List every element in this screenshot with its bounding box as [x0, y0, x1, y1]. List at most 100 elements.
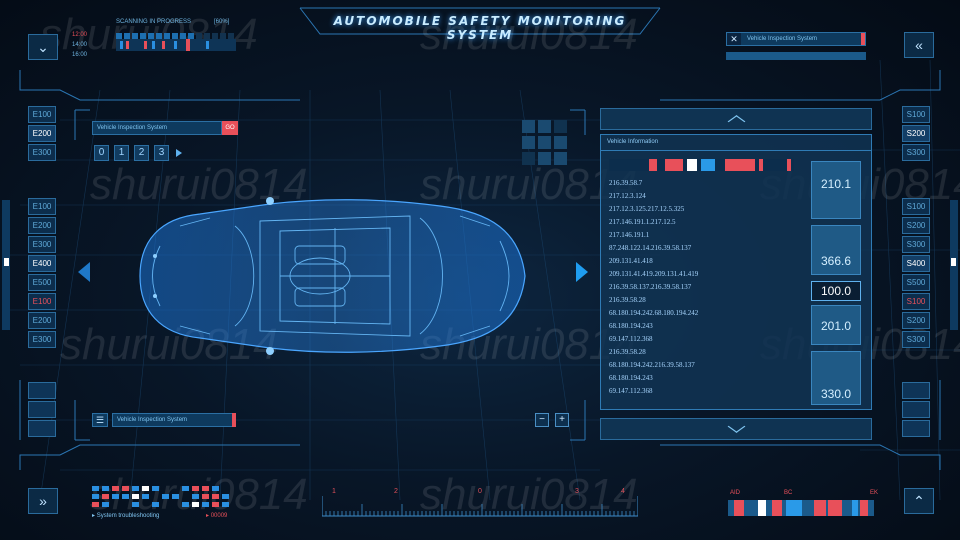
menu-button[interactable]: ☰: [92, 413, 108, 427]
gear-option[interactable]: E300: [28, 144, 56, 161]
blank-cell: [902, 382, 930, 399]
gear-option[interactable]: S200: [902, 312, 930, 329]
value-text: 100.0: [820, 284, 852, 298]
gear-option[interactable]: E100: [28, 198, 56, 215]
gear-option[interactable]: E100: [28, 106, 56, 123]
gear-option[interactable]: E300: [28, 236, 56, 253]
page-number[interactable]: 2: [134, 145, 149, 161]
rotate-left-arrow[interactable]: [78, 262, 90, 282]
gear-option-alert[interactable]: E100: [28, 293, 56, 310]
gear-option[interactable]: E200: [28, 312, 56, 329]
channel-label: EK: [870, 490, 879, 496]
page-number[interactable]: 0: [94, 145, 109, 161]
right-blank-stack: [902, 382, 932, 439]
ruler-label: 4: [621, 488, 625, 495]
play-icon: ▸: [206, 513, 210, 519]
vehicle-search-input[interactable]: Vehicle Inspection System: [92, 121, 222, 135]
grid-cell[interactable]: [522, 152, 535, 165]
blank-cell: [28, 401, 56, 418]
red-marker: [232, 413, 236, 427]
grid-cell[interactable]: [522, 120, 535, 133]
channel-label: AID: [730, 490, 741, 496]
panel-scroll-down[interactable]: [600, 418, 872, 440]
close-icon[interactable]: ✕: [727, 33, 741, 45]
timeline-ruler[interactable]: [322, 486, 638, 526]
gear-option[interactable]: S200: [902, 217, 930, 234]
value-readout: 201.0: [811, 305, 861, 345]
gear-option[interactable]: S100: [902, 198, 930, 215]
list-item: 69.147.112.368: [609, 387, 653, 395]
gear-option-alert[interactable]: S100: [902, 293, 930, 310]
channel-label: BC: [784, 490, 793, 496]
right-gear-top: S100 S200 S300: [902, 106, 932, 163]
gear-option-selected[interactable]: E400: [28, 255, 56, 272]
chevron-up-icon: ⌃: [913, 492, 925, 509]
ruler-label: 0: [478, 488, 482, 495]
gear-option[interactable]: E200: [28, 217, 56, 234]
blank-cell: [28, 382, 56, 399]
gear-option[interactable]: E500: [28, 274, 56, 291]
page-number[interactable]: 3: [154, 145, 169, 161]
panel-divider: [601, 150, 871, 151]
ruler-label: 2: [394, 488, 398, 495]
ruler-label: 3: [575, 488, 579, 495]
value-readout-selected[interactable]: 100.0: [811, 281, 861, 301]
gear-option[interactable]: S300: [902, 144, 930, 161]
value-readout: 366.6: [811, 225, 861, 275]
panel-scroll-up[interactable]: [600, 108, 872, 130]
gear-option[interactable]: E300: [28, 331, 56, 348]
gear-option[interactable]: S300: [902, 236, 930, 253]
forward-button[interactable]: »: [28, 488, 58, 514]
car-wireframe: [139, 197, 526, 355]
grid-cell[interactable]: [554, 136, 567, 149]
zoom-in-button[interactable]: +: [555, 413, 569, 427]
list-item: 217.12.3.124: [609, 192, 646, 200]
double-chevron-left-icon: «: [915, 37, 923, 53]
chevron-down-icon: ⌄: [37, 38, 49, 55]
list-item: 217.146.191.1: [609, 231, 650, 239]
gear-option[interactable]: S100: [902, 106, 930, 123]
back-button[interactable]: «: [904, 32, 934, 58]
value-text: 201.0: [820, 319, 852, 333]
grid-cell[interactable]: [538, 136, 551, 149]
left-gear-mid: E100 E200 E300 E400 E500 E100 E200 E300: [28, 198, 58, 350]
gear-option[interactable]: S300: [902, 331, 930, 348]
value-text: 210.1: [820, 177, 852, 191]
top-right-search-label: Vehicle Inspection System: [747, 36, 818, 42]
left-blank-stack: [28, 382, 58, 439]
list-item: 209.131.41.419.209.131.41.419: [609, 270, 699, 278]
gear-option[interactable]: S500: [902, 274, 930, 291]
bottom-search-input[interactable]: Vehicle Inspection System: [112, 413, 236, 427]
gear-option-selected[interactable]: S200: [902, 125, 930, 142]
gear-option-selected[interactable]: S400: [902, 255, 930, 272]
scan-time: 16:00: [72, 52, 88, 58]
top-right-search[interactable]: ✕ Vehicle Inspection System: [726, 32, 866, 46]
next-page-icon[interactable]: [176, 149, 182, 157]
go-button[interactable]: GO: [222, 121, 238, 135]
menu-icon: ☰: [95, 415, 105, 425]
collapse-button[interactable]: ⌄: [28, 34, 58, 60]
chevron-up-icon: [727, 115, 746, 128]
grid-cell[interactable]: [554, 120, 567, 133]
value-readout: 330.0: [811, 351, 861, 405]
zoom-out-button[interactable]: −: [535, 413, 549, 427]
list-item: 87.248.122.14.216.39.58.137: [609, 244, 692, 252]
panel-status-stripe: [609, 159, 794, 171]
top-right-bar: [726, 52, 866, 60]
gear-option-selected[interactable]: E200: [28, 125, 56, 142]
page-title: AUTOMOBILE SAFETY MONITORING SYSTEM: [333, 14, 627, 42]
scan-percent: [60%]: [214, 19, 230, 25]
expand-up-button[interactable]: ⌃: [904, 488, 934, 514]
grid-cell[interactable]: [538, 152, 551, 165]
rotate-right-arrow[interactable]: [576, 262, 588, 282]
page-number[interactable]: 1: [114, 145, 129, 161]
grid-cell[interactable]: [554, 152, 567, 165]
list-item: 217.12.3.125.217.12.5.325: [609, 205, 685, 213]
grid-cell[interactable]: [538, 120, 551, 133]
grid-cell[interactable]: [522, 136, 535, 149]
list-item: 68.180.194.243: [609, 374, 653, 382]
left-gear-top: E100 E200 E300: [28, 106, 58, 163]
scan-level-bar: [116, 39, 236, 51]
error-code: ▸ 00009: [206, 512, 227, 519]
